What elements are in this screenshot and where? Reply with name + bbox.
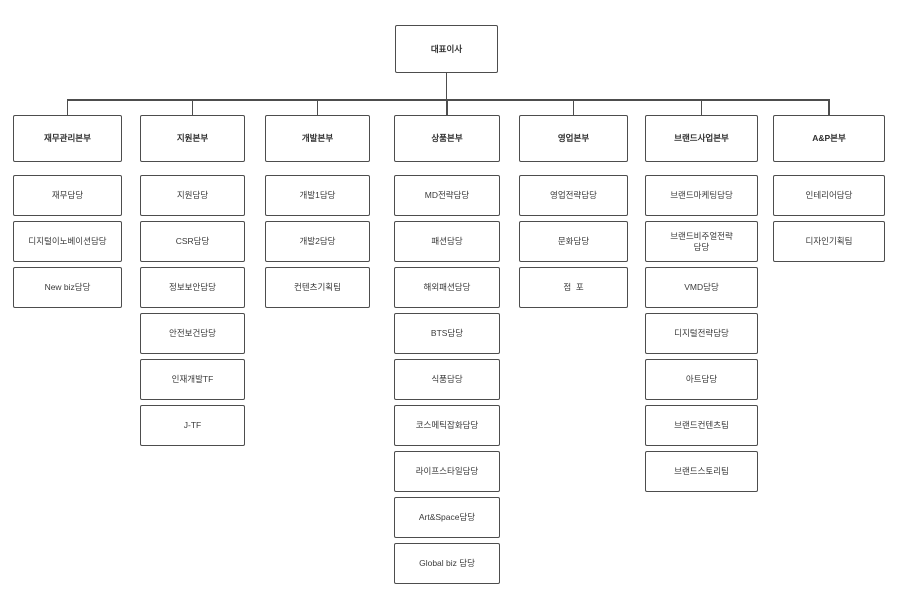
team-box: 재무담당 (13, 175, 122, 216)
team-box: 브랜드컨텐츠팀 (645, 405, 758, 446)
team-box: 아트담당 (645, 359, 758, 400)
team-box: Art&Space담당 (394, 497, 500, 538)
team-box: 디지털전략담당 (645, 313, 758, 354)
division-header-box: 개발본부 (265, 115, 370, 162)
team-box: J-TF (140, 405, 245, 446)
connector-division-drop (446, 99, 448, 115)
team-box: 식품담당 (394, 359, 500, 400)
division-header-box: 재무관리본부 (13, 115, 122, 162)
team-box: 인테리어담당 (773, 175, 885, 216)
team-box: 브랜드마케팅담당 (645, 175, 758, 216)
division-header-box: A&P본부 (773, 115, 885, 162)
team-box: VMD담당 (645, 267, 758, 308)
team-box: 지원담당 (140, 175, 245, 216)
team-box: 문화담당 (519, 221, 628, 262)
connector-root-stem (445, 73, 448, 101)
connector-division-drop (191, 99, 194, 115)
team-box: 브랜드비주얼전략 담당 (645, 221, 758, 262)
connector-bus (67, 99, 829, 101)
team-box: 안전보건담당 (140, 313, 245, 354)
team-box: 인재개발TF (140, 359, 245, 400)
team-box: 컨텐츠기획팀 (265, 267, 370, 308)
division-header-box: 상품본부 (394, 115, 500, 162)
team-box: 코스메틱잡화담당 (394, 405, 500, 446)
team-box: 점 포 (519, 267, 628, 308)
team-box: 디자인기획팀 (773, 221, 885, 262)
team-box: CSR담당 (140, 221, 245, 262)
org-root-ceo-box: 대표이사 (395, 25, 498, 73)
team-box: New biz담당 (13, 267, 122, 308)
team-box: 패션담당 (394, 221, 500, 262)
team-box: 해외패션담당 (394, 267, 500, 308)
team-box: Global biz 담당 (394, 543, 500, 584)
connector-division-drop (700, 99, 703, 115)
team-box: 브랜드스토리팀 (645, 451, 758, 492)
team-box: BTS담당 (394, 313, 500, 354)
division-header-box: 지원본부 (140, 115, 245, 162)
team-box: MD전략담당 (394, 175, 500, 216)
connector-division-drop (316, 99, 319, 115)
team-box: 영업전략담당 (519, 175, 628, 216)
division-header-box: 브랜드사업본부 (645, 115, 758, 162)
connector-division-drop (828, 99, 830, 115)
team-box: 개발2담당 (265, 221, 370, 262)
team-box: 개발1담당 (265, 175, 370, 216)
connector-division-drop (66, 99, 69, 115)
connector-division-drop (572, 99, 575, 115)
team-box: 디지털이노베이션담당 (13, 221, 122, 262)
division-header-box: 영업본부 (519, 115, 628, 162)
team-box: 정보보안담당 (140, 267, 245, 308)
team-box: 라이프스타일담당 (394, 451, 500, 492)
